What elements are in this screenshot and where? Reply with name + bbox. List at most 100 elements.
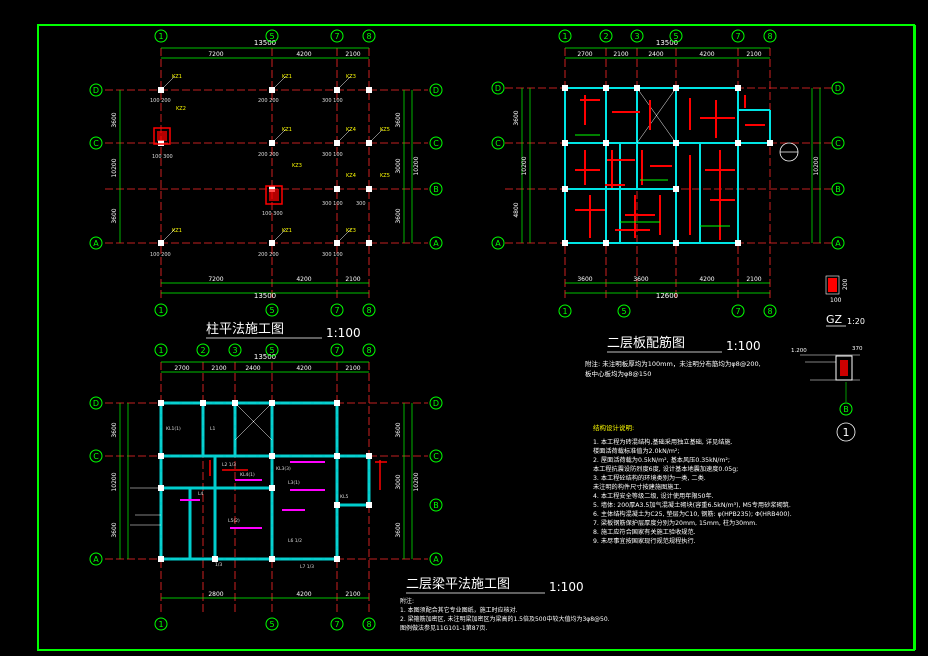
gz-label: GZ [826,313,843,326]
slab-span: 4200 [699,51,714,58]
svg-text:L4: L4 [198,491,204,497]
beam-bottom-span: 4200 [296,591,311,598]
axis-label: 1 [562,307,567,316]
beam-span: 2100 [345,365,360,372]
column-tag: KZ5 [380,127,390,133]
column-axis-right: D C B A [429,83,443,250]
axis-label: 8 [767,307,772,316]
section-grid-bubble [839,402,853,416]
svg-text:100 200: 100 200 [150,98,171,104]
axis-label: C [495,139,501,148]
design-note-line: 6. 主体结构混凝土为C25, 垫层为C10, 钢筋: φ(HPB235); Φ… [593,510,792,518]
axis-label: A [433,555,439,564]
axis-label: C [93,139,99,148]
slab-plan-scale: 1:100 [726,339,761,353]
section-number-bubble [836,422,856,442]
beam-plan-title: 二层梁平法施工图 [406,577,510,592]
svg-text:300 100: 300 100 [322,201,343,207]
column-tag: KZ1 [282,74,292,80]
column-span-2: 4200 [296,51,311,58]
slab-bottom-span: 3600 [633,276,648,283]
axis-label: C [93,452,99,461]
axis-label: 7 [334,620,339,629]
axis-label: C [835,139,841,148]
column-detail-kz2 [265,185,283,205]
column-tag: KZ3 [346,228,356,234]
axis-label: 1 [158,620,163,629]
beam-total-left: 10200 [111,472,118,491]
slab-note-1: 附注: 未注明板厚均为100mm，未注明分布筋均为φ8@200, [585,359,761,368]
slab-total-bottom: 12600 [656,292,678,300]
column-total-top: 13500 [254,39,276,47]
gz-dim-h: 200 [842,278,849,290]
beam-axis-bottom: 1 5 7 8 [154,617,376,631]
section-detail: 1.200 370 B 1 [791,346,863,442]
axis-label: 1 [158,306,163,315]
slab-span: 2100 [746,51,761,58]
axis-label: A [433,239,439,248]
axis-label: 8 [366,620,371,629]
column-tags: KZ1 KZ1 KZ3 KZ2 KZ1 KZ4 KZ5 KZ3 KZ4 KZ5 … [172,74,390,234]
column-total-bottom: 13500 [254,292,276,300]
axis-label: 8 [767,32,772,41]
column-plan: 13500 7200 4200 2100 7200 4200 2100 1350… [89,29,443,340]
beam-total-right: 10200 [413,472,420,491]
svg-text:300 100: 300 100 [322,152,343,158]
column-axis-bottom: 1 5 7 8 [154,303,376,317]
column-right-span-2: 3000 [395,158,402,173]
slab-total-top: 13500 [656,39,678,47]
column-plan-title: 柱平法施工图 [206,322,284,337]
design-note-line: 未注明的构件尺寸按建施图施工. [593,483,682,491]
axis-label: 7 [735,32,740,41]
design-note-line: 5. 墙体: 200厚A3.5加气混凝土砌块(容重6.5kN/m³), M5专用… [593,501,791,509]
axis-label: 5 [269,32,274,41]
axis-label: D [495,84,501,93]
axis-label: 3 [634,32,639,41]
gz-detail: 200 100 GZ 1:20 [825,275,865,327]
svg-text:L2 1/3: L2 1/3 [222,462,236,468]
beam-right-span: 3600 [395,422,402,437]
axis-label: A [93,555,99,564]
column-bottom-span-2: 4200 [296,276,311,283]
beam-bottom-span: 2800 [208,591,223,598]
design-note-line: 4. 本工程安全等级二级, 设计使用年限50年. [593,492,714,500]
slab-side-span: 4800 [513,202,520,217]
axis-label: 3 [232,346,237,355]
beam-span: 2400 [245,365,260,372]
column-span-1: 7200 [208,51,223,58]
design-note-line: 8. 施工应符合国家有关施工验收规范. [593,528,696,536]
section-elevation: 1.200 [791,348,807,354]
svg-text:L1: L1 [210,426,216,432]
svg-text:L6 1/2: L6 1/2 [288,538,302,544]
axis-label: C [433,139,439,148]
slab-span: 2100 [613,51,628,58]
axis-label: 5 [269,620,274,629]
section-number: 1 [843,426,850,439]
design-note-line: 2. 屋面活荷载为0.5kN/m², 基本风压0.35kN/m²; [593,456,730,464]
beam-note-3: 图例做法参见11G101-1第87页. [400,624,487,632]
slab-axis-top: 1 2 3 5 7 8 [558,29,777,43]
axis-label: 5 [269,306,274,315]
column-tag: KZ1 [172,74,182,80]
svg-text:300 100: 300 100 [322,252,343,258]
svg-text:KL4(1): KL4(1) [240,472,255,478]
beam-side-span: 3600 [111,422,118,437]
axis-label: 1 [158,32,163,41]
column-span-3: 2100 [345,51,360,58]
axis-label: 8 [366,346,371,355]
design-note-line: 本工程抗震设防烈度6度, 设计基本地震加速度0.05g; [593,465,738,473]
column-plan-scale: 1:100 [326,326,361,340]
axis-label: B [835,185,841,194]
axis-label: D [433,399,439,408]
column-right-span-1: 3600 [395,112,402,127]
beam-span: 2100 [211,365,226,372]
axis-label: 5 [621,307,626,316]
beam-note-title: 附注: [400,597,414,605]
column-total-right: 10200 [413,156,420,175]
design-note-line: 3. 本工程砼结构的环境类别为一类, 二类. [593,474,706,482]
svg-text:200 200: 200 200 [258,252,279,258]
axis-label: B [433,501,439,510]
column-tag: KZ1 [172,228,182,234]
